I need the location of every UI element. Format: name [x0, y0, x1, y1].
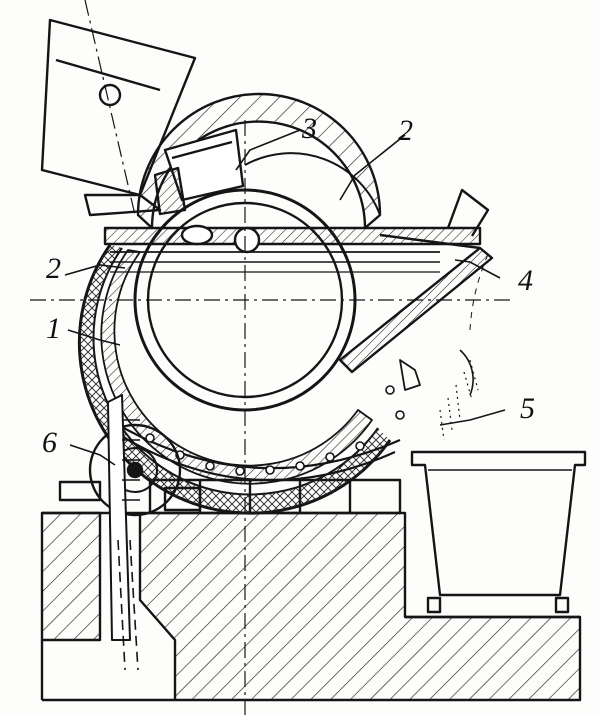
discharge-spout — [338, 246, 494, 374]
callout-leaders — [64, 129, 506, 466]
label-5: 5 — [520, 392, 535, 425]
label-3: 3 — [301, 112, 317, 145]
receiving-vessel — [410, 450, 587, 597]
drive-gear — [88, 423, 182, 517]
label-6: 6 — [42, 426, 57, 459]
label-2-left: 2 — [46, 252, 61, 285]
center-lines — [30, 0, 510, 715]
small-bracket — [163, 486, 202, 512]
pit-left-wall — [40, 511, 102, 642]
label-1: 1 — [46, 312, 61, 345]
label-2-top: 2 — [398, 114, 413, 147]
foundation — [138, 511, 582, 702]
label-4: 4 — [518, 264, 533, 297]
